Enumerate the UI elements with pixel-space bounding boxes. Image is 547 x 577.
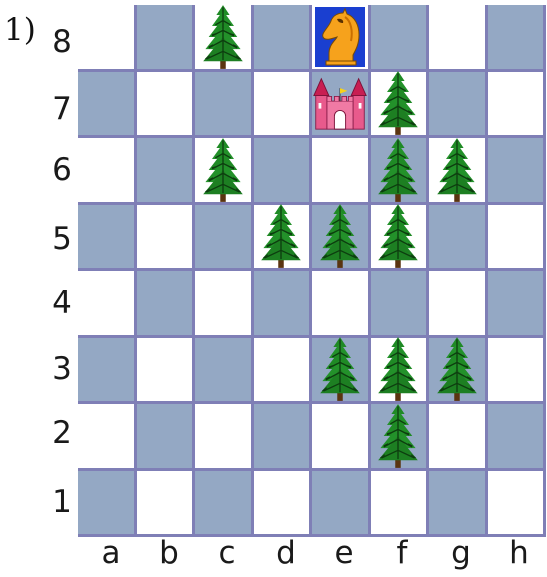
square-h6[interactable] <box>488 138 544 202</box>
square-f4[interactable] <box>371 271 427 335</box>
pine-tree-icon <box>376 403 420 469</box>
square-d6[interactable] <box>254 138 310 202</box>
square-c5[interactable] <box>195 205 251 269</box>
rank-label-3: 3 <box>50 354 74 385</box>
pine-tree-icon <box>259 203 303 269</box>
square-b2[interactable] <box>137 404 193 468</box>
square-g6[interactable] <box>429 138 485 202</box>
square-e3[interactable] <box>312 338 368 402</box>
square-c4[interactable] <box>195 271 251 335</box>
square-g1[interactable] <box>429 471 485 535</box>
square-f7[interactable] <box>371 72 427 136</box>
square-e8[interactable] <box>312 5 368 69</box>
square-f3[interactable] <box>371 338 427 402</box>
square-c1[interactable] <box>195 471 251 535</box>
file-label-e: e <box>315 538 373 569</box>
square-g4[interactable] <box>429 271 485 335</box>
square-f2[interactable] <box>371 404 427 468</box>
file-label-a: a <box>82 538 140 569</box>
square-b6[interactable] <box>137 138 193 202</box>
square-f1[interactable] <box>371 471 427 535</box>
file-label-d: d <box>257 538 315 569</box>
square-a7[interactable] <box>78 72 134 136</box>
square-d1[interactable] <box>254 471 310 535</box>
square-h8[interactable] <box>488 5 544 69</box>
pine-tree-icon <box>201 4 245 70</box>
square-d3[interactable] <box>254 338 310 402</box>
square-d8[interactable] <box>254 5 310 69</box>
square-f6[interactable] <box>371 138 427 202</box>
pine-tree-icon <box>376 203 420 269</box>
square-b5[interactable] <box>137 205 193 269</box>
square-b3[interactable] <box>137 338 193 402</box>
square-e4[interactable] <box>312 271 368 335</box>
square-a1[interactable] <box>78 471 134 535</box>
rank-label-8: 8 <box>50 27 74 58</box>
square-f5[interactable] <box>371 205 427 269</box>
pine-tree-icon <box>435 336 479 402</box>
square-d4[interactable] <box>254 271 310 335</box>
pine-tree-icon <box>376 70 420 136</box>
square-f8[interactable] <box>371 5 427 69</box>
square-c6[interactable] <box>195 138 251 202</box>
square-a2[interactable] <box>78 404 134 468</box>
square-h3[interactable] <box>488 338 544 402</box>
pine-tree-icon <box>318 203 362 269</box>
file-label-b: b <box>140 538 198 569</box>
square-e1[interactable] <box>312 471 368 535</box>
knight-icon[interactable] <box>315 6 365 68</box>
castle-icon[interactable] <box>312 73 368 133</box>
square-c7[interactable] <box>195 72 251 136</box>
square-g7[interactable] <box>429 72 485 136</box>
pine-tree-icon <box>201 137 245 203</box>
puzzle-number: 1) <box>4 15 36 46</box>
square-b1[interactable] <box>137 471 193 535</box>
square-a3[interactable] <box>78 338 134 402</box>
square-a5[interactable] <box>78 205 134 269</box>
square-e7[interactable] <box>312 72 368 136</box>
rank-label-2: 2 <box>50 418 74 449</box>
square-h5[interactable] <box>488 205 544 269</box>
square-b7[interactable] <box>137 72 193 136</box>
square-e6[interactable] <box>312 138 368 202</box>
rank-label-4: 4 <box>50 288 74 319</box>
rank-label-6: 6 <box>50 155 74 186</box>
file-label-f: f <box>373 538 431 569</box>
square-c3[interactable] <box>195 338 251 402</box>
square-g3[interactable] <box>429 338 485 402</box>
file-label-g: g <box>432 538 490 569</box>
square-a6[interactable] <box>78 138 134 202</box>
pine-tree-icon <box>435 137 479 203</box>
square-e5[interactable] <box>312 205 368 269</box>
rank-label-1: 1 <box>50 487 74 518</box>
pine-tree-icon <box>318 336 362 402</box>
square-h7[interactable] <box>488 72 544 136</box>
square-g8[interactable] <box>429 5 485 69</box>
square-g2[interactable] <box>429 404 485 468</box>
rank-label-7: 7 <box>50 94 74 125</box>
file-label-c: c <box>198 538 256 569</box>
rank-label-5: 5 <box>50 224 74 255</box>
chess-board <box>78 5 546 537</box>
square-b8[interactable] <box>137 5 193 69</box>
square-d2[interactable] <box>254 404 310 468</box>
square-e2[interactable] <box>312 404 368 468</box>
square-h1[interactable] <box>488 471 544 535</box>
square-d7[interactable] <box>254 72 310 136</box>
file-label-h: h <box>490 538 547 569</box>
square-c8[interactable] <box>195 5 251 69</box>
square-h4[interactable] <box>488 271 544 335</box>
pine-tree-icon <box>376 137 420 203</box>
square-c2[interactable] <box>195 404 251 468</box>
square-g5[interactable] <box>429 205 485 269</box>
square-a4[interactable] <box>78 271 134 335</box>
square-a8[interactable] <box>78 5 134 69</box>
square-h2[interactable] <box>488 404 544 468</box>
square-d5[interactable] <box>254 205 310 269</box>
pine-tree-icon <box>376 336 420 402</box>
square-b4[interactable] <box>137 271 193 335</box>
